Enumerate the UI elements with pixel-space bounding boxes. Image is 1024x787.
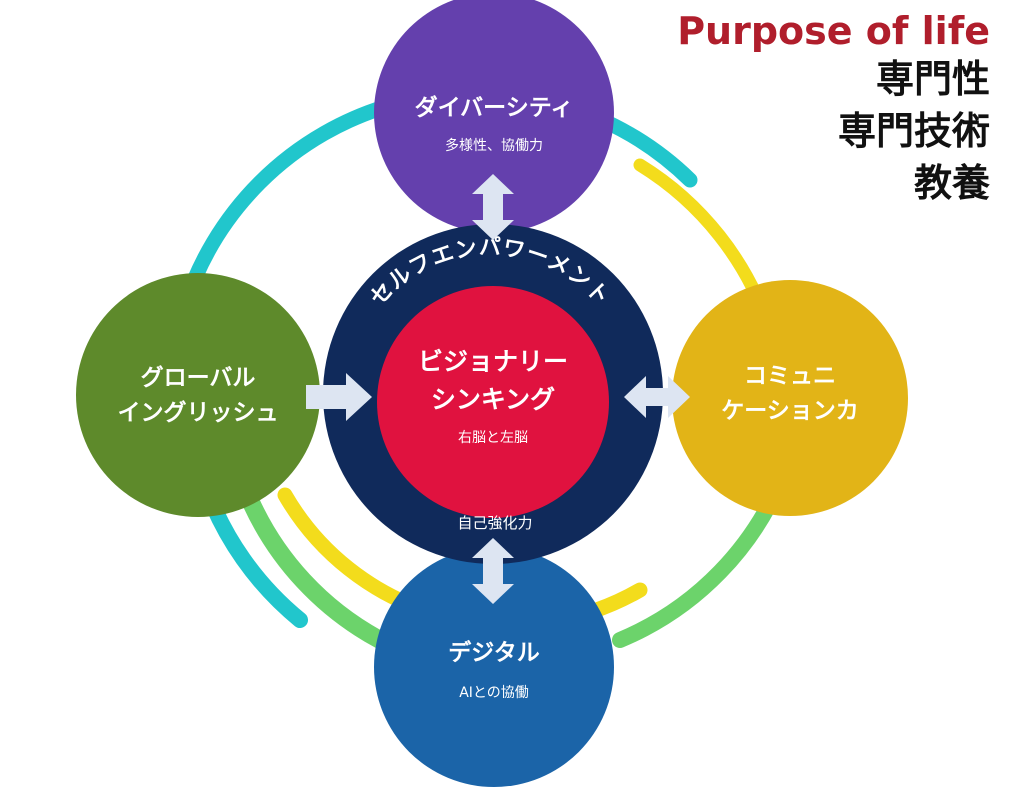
legend: Purpose of life 専門性 専門技術 教養 <box>677 12 990 216</box>
diversity-title: ダイバーシティ <box>415 94 574 121</box>
visionary-thinking-circle <box>377 286 609 518</box>
visionary-thinking-subtitle: 右脳と左脳 <box>458 430 528 446</box>
digital-subtitle: AIとの協働 <box>459 685 529 701</box>
legend-purpose: Purpose of life <box>677 9 990 53</box>
node-diversity: ダイバーシティ 多様性、協働力 <box>374 0 614 233</box>
legend-item-expertise: 専門技術 <box>837 109 990 153</box>
digital-title: デジタル <box>448 639 540 666</box>
arrow-right-double <box>624 376 690 418</box>
node-communication: コミュニ ケーションカ <box>672 280 908 516</box>
center-group: セルフエンパワーメント ビジョナリー シンキング 右脳と左脳 自己強化力 <box>323 224 663 564</box>
legend-item-culture: 教養 <box>913 161 990 205</box>
node-global-english: グローバル イングリッシュ <box>76 273 320 517</box>
global-english-circle <box>76 273 320 517</box>
arrow-top-double <box>472 174 514 240</box>
communication-title-line1: コミュニ <box>744 363 836 389</box>
node-digital: デジタル AIとの協働 <box>374 547 614 787</box>
self-reinforcement-label: 自己強化力 <box>457 514 532 532</box>
arrows <box>306 174 690 604</box>
legend-item-specialty: 専門性 <box>875 57 990 101</box>
ring-segment-green-bottom-left <box>241 491 389 649</box>
diversity-circle <box>374 0 614 233</box>
diversity-subtitle: 多様性、協働力 <box>445 137 543 154</box>
global-english-title-line2: イングリッシュ <box>118 399 279 426</box>
global-english-title-line1: グローバル <box>141 364 256 391</box>
communication-circle <box>672 280 908 516</box>
visionary-thinking-title-line1: ビジョナリー <box>418 347 568 376</box>
arrow-left-to-center <box>306 373 372 421</box>
arrow-bottom-double <box>472 538 514 604</box>
communication-title-line2: ケーションカ <box>721 398 859 424</box>
visionary-thinking-title-line2: シンキング <box>431 385 555 414</box>
digital-circle <box>374 547 614 787</box>
